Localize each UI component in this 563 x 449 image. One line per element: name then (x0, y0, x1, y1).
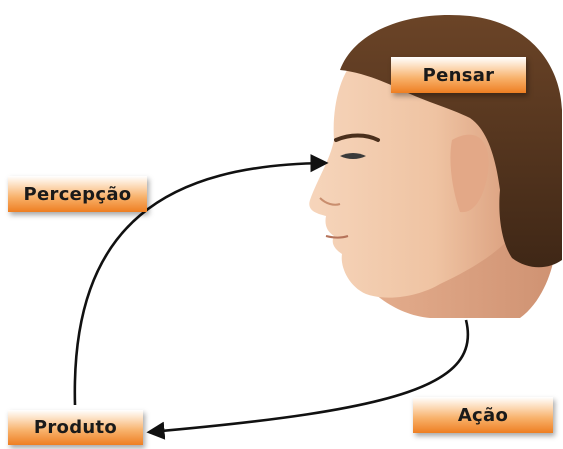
label-percepcao: Percepção (8, 176, 147, 212)
label-acao: Ação (413, 397, 553, 433)
label-pensar: Pensar (391, 57, 526, 93)
label-produto: Produto (8, 410, 143, 445)
label-percepcao-text: Percepção (24, 184, 132, 205)
label-acao-text: Ação (458, 405, 508, 426)
label-pensar-text: Pensar (423, 65, 495, 86)
label-produto-text: Produto (34, 417, 117, 438)
